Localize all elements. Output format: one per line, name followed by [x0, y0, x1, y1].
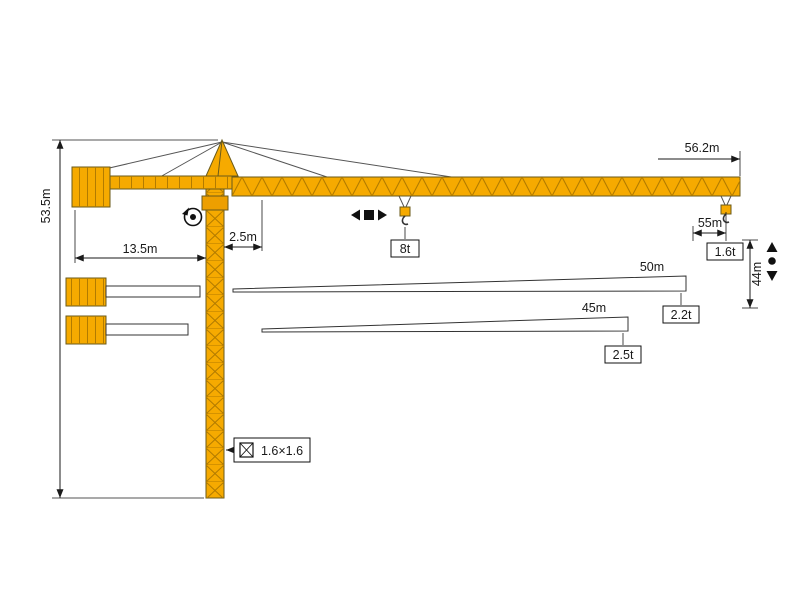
dim-tower-offset: 2.5m	[224, 200, 263, 251]
tower-mast	[201, 175, 229, 499]
dim-max-radius-label: 56.2m	[685, 141, 720, 155]
counterweight-option-50m	[65, 277, 201, 307]
capacity-box-max: 8t	[390, 227, 420, 258]
counter-jib	[107, 175, 233, 190]
jib-option-45m: 45m 2.5t	[261, 301, 642, 364]
capacity-box-tip: 1.6t	[706, 242, 744, 261]
dim-hook-height: 44m	[742, 239, 764, 309]
jib-option-50m: 50m 2.2t	[232, 260, 700, 324]
mast-section-callout: 1.6×1.6	[226, 437, 311, 463]
dim-hook-height-label: 44m	[750, 262, 764, 286]
slewing-unit	[201, 195, 229, 211]
dim-tower-height: 53.5m	[39, 139, 218, 499]
hoist-direction-icon	[766, 242, 778, 281]
dim-tower-height-label: 53.5m	[39, 189, 53, 224]
counterweight-option-45m	[65, 315, 189, 345]
hook-trolley-max	[398, 195, 412, 226]
capacity-50m-label: 2.2t	[671, 308, 692, 322]
pendant-lines	[91, 141, 459, 179]
counterweight	[71, 166, 111, 208]
trolley-direction-icon	[351, 209, 387, 221]
mast-section-label: 1.6×1.6	[261, 444, 303, 458]
dim-max-radius: 56.2m	[658, 141, 741, 176]
dim-counter-radius-label: 13.5m	[123, 242, 158, 256]
dim-tip-radius-label: 55m	[698, 216, 722, 230]
dim-counter-radius: 13.5m	[74, 210, 206, 263]
jib-45m-label: 45m	[582, 301, 606, 315]
capacity-tip-label: 1.6t	[715, 245, 736, 259]
slewing-rotation-icon	[182, 207, 203, 227]
main-jib	[231, 176, 741, 197]
dim-tower-offset-label: 2.5m	[229, 230, 257, 244]
jib-50m-label: 50m	[640, 260, 664, 274]
mast-cross-section-icon	[239, 442, 254, 458]
dim-tip-radius: 55m	[692, 212, 727, 241]
capacity-45m-label: 2.5t	[613, 348, 634, 362]
capacity-max-label: 8t	[400, 242, 411, 256]
